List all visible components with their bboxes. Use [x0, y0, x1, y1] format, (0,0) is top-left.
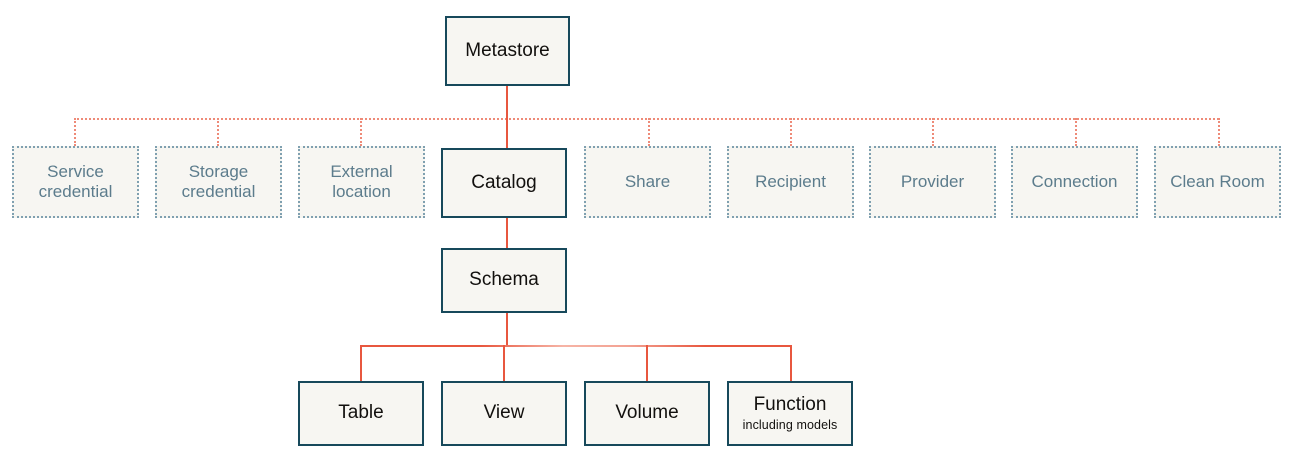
node-schema[interactable]: Schema: [441, 248, 567, 313]
node-function-label: Function: [753, 394, 827, 416]
node-table[interactable]: Table: [298, 381, 424, 446]
connector-bus-schema-children: [360, 345, 792, 347]
connector-drop-view: [503, 345, 505, 381]
connector-schema-to-bus: [506, 313, 508, 346]
node-table-label: Table: [338, 402, 384, 424]
connector-drop-provider: [932, 118, 934, 146]
node-clean-room[interactable]: Clean Room: [1154, 146, 1281, 218]
connector-drop-service-credential: [74, 118, 76, 146]
connector-drop-storage-credential: [217, 118, 219, 146]
connector-drop-recipient: [790, 118, 792, 146]
node-volume-label: Volume: [615, 402, 679, 424]
node-function[interactable]: Function including models: [727, 381, 853, 446]
node-storage-credential-label: Storage credential: [181, 161, 256, 201]
node-connection-label: Connection: [1031, 171, 1118, 191]
node-function-sublabel: including models: [742, 417, 838, 432]
node-provider-label: Provider: [900, 171, 965, 191]
node-view[interactable]: View: [441, 381, 567, 446]
node-view-label: View: [483, 402, 525, 424]
node-service-credential[interactable]: Service credential: [12, 146, 139, 218]
connector-metastore-to-bus: [506, 86, 508, 119]
connector-bus-metastore-children: [74, 118, 1219, 120]
node-share-label: Share: [624, 171, 671, 191]
connector-drop-function: [790, 345, 792, 381]
node-volume[interactable]: Volume: [584, 381, 710, 446]
node-clean-room-label: Clean Room: [1170, 171, 1265, 191]
node-recipient[interactable]: Recipient: [727, 146, 854, 218]
connector-drop-table: [360, 345, 362, 381]
node-service-credential-label: Service credential: [38, 161, 113, 201]
connector-drop-share: [648, 118, 650, 146]
node-provider[interactable]: Provider: [869, 146, 996, 218]
node-connection[interactable]: Connection: [1011, 146, 1138, 218]
node-external-location-label: External location: [330, 161, 393, 201]
node-catalog[interactable]: Catalog: [441, 148, 567, 218]
connector-catalog-to-schema: [506, 218, 508, 248]
connector-drop-catalog: [506, 118, 508, 148]
node-schema-label: Schema: [469, 269, 539, 291]
node-recipient-label: Recipient: [755, 171, 826, 191]
node-share[interactable]: Share: [584, 146, 711, 218]
connector-drop-connection: [1075, 118, 1077, 146]
node-external-location[interactable]: External location: [298, 146, 425, 218]
node-metastore-label: Metastore: [465, 39, 550, 61]
node-catalog-label: Catalog: [471, 171, 537, 193]
node-metastore[interactable]: Metastore: [445, 16, 570, 86]
connector-drop-external-location: [360, 118, 362, 146]
connector-drop-volume: [646, 345, 648, 381]
node-storage-credential[interactable]: Storage credential: [155, 146, 282, 218]
connector-drop-clean-room: [1218, 118, 1220, 146]
